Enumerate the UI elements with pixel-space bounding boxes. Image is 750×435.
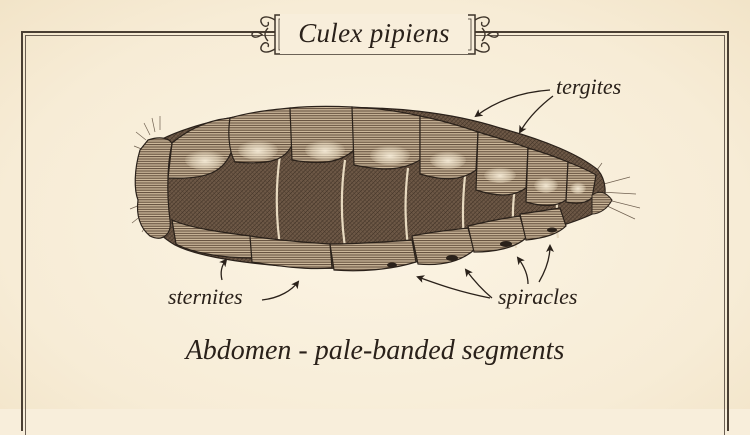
scroll-ornament-left-icon <box>251 16 276 53</box>
title-cartouche: Culex pipiens <box>280 14 468 54</box>
scroll-ornament-right-icon <box>474 16 499 53</box>
first-segment <box>134 137 173 239</box>
label-spiracles: spiracles <box>498 284 578 309</box>
label-tergites: tergites <box>556 74 622 99</box>
figure-caption: Abdomen - pale-banded segments <box>185 335 565 366</box>
sternite-plates <box>249 207 567 272</box>
species-title: Culex pipiens <box>298 18 450 48</box>
label-sternites: sternites <box>168 284 243 309</box>
abdomen-body <box>129 105 641 272</box>
label-arrows <box>219 89 554 301</box>
spiracle-openings <box>387 227 557 268</box>
